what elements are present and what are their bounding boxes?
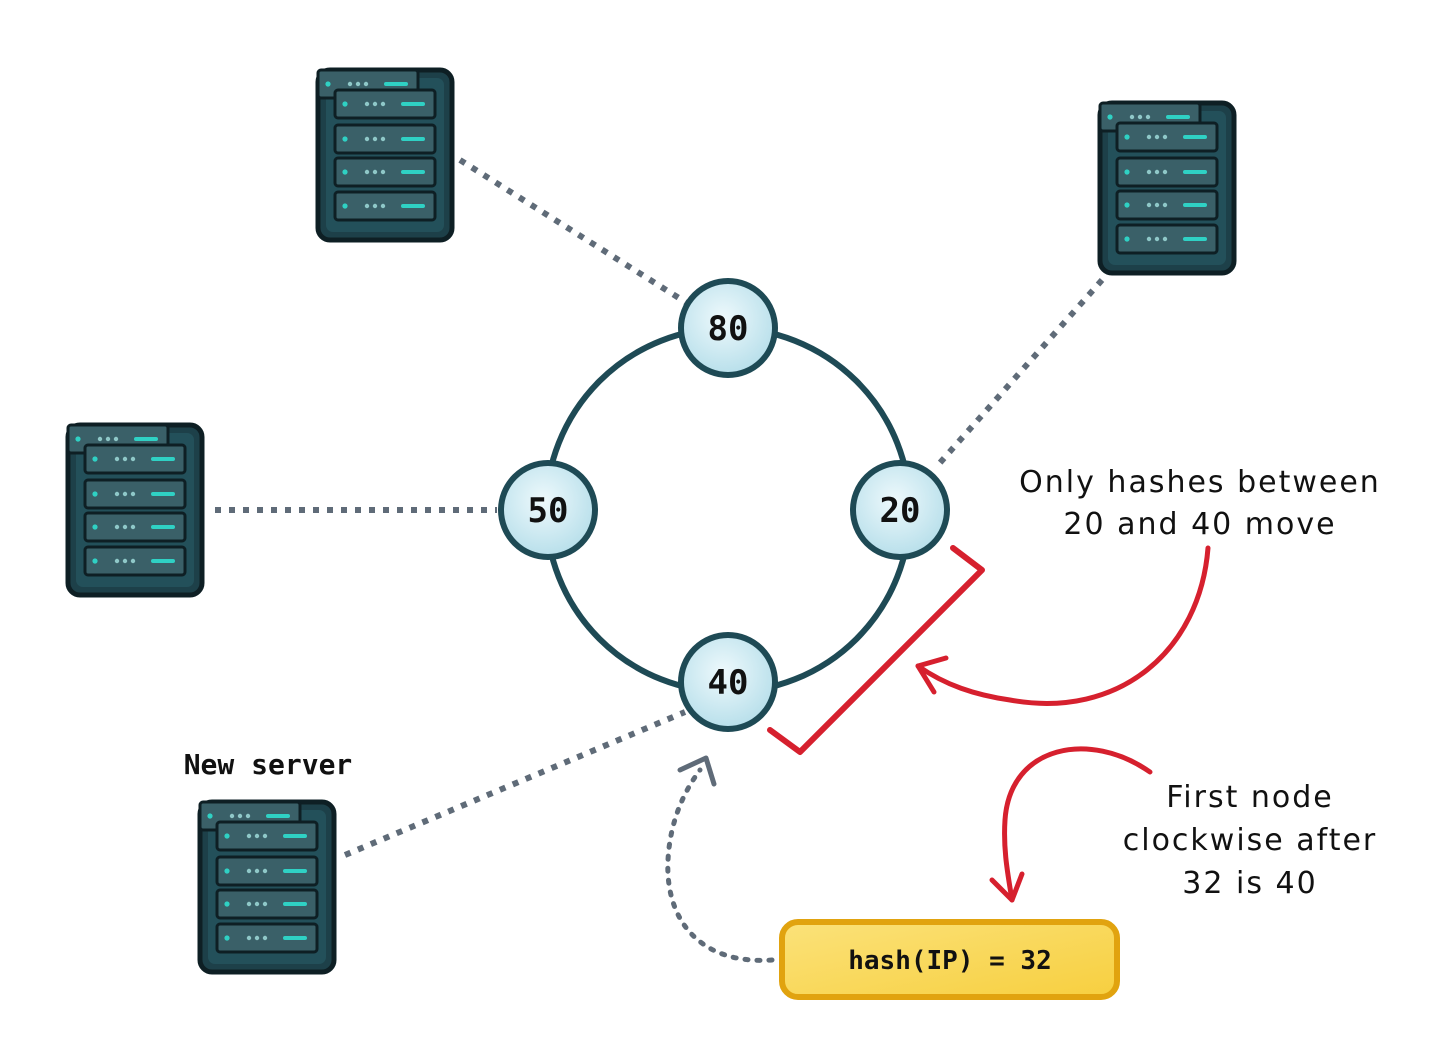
server-top-left <box>318 70 452 240</box>
first-node-arrow <box>989 746 1153 903</box>
ring-node-50: 50 <box>498 460 598 560</box>
first-node-note-line2: clockwise after <box>1123 823 1378 858</box>
new-server-label: New server <box>184 748 353 781</box>
connector-server-right-to-20 <box>935 278 1105 467</box>
moved-range-bracket <box>767 545 985 755</box>
ring-node-40: 40 <box>678 632 778 732</box>
ring-node-80: 80 <box>678 278 778 378</box>
connector-lines <box>215 157 1105 858</box>
hash-box: hash(IP) = 32 <box>779 919 1120 1000</box>
moved-range-arrow <box>915 545 1211 706</box>
node-label: 50 <box>528 491 569 531</box>
server-left <box>68 425 202 595</box>
server-top-right <box>1100 103 1234 273</box>
hash-to-node-arrow <box>665 755 775 963</box>
first-node-note-line1: First node <box>1166 780 1334 815</box>
ring-node-20: 20 <box>850 460 950 560</box>
moved-range-note-line2: 20 and 40 move <box>1063 507 1336 542</box>
connector-server-top-to-80 <box>458 157 692 308</box>
server-new <box>200 802 334 972</box>
hash-box-text: hash(IP) = 32 <box>848 946 1052 976</box>
connector-new-server-to-40 <box>343 709 687 858</box>
moved-range-note-line1: Only hashes between <box>1019 465 1381 500</box>
node-label: 80 <box>708 309 749 349</box>
node-label: 40 <box>708 663 749 703</box>
first-node-note-line3: 32 is 40 <box>1182 866 1317 901</box>
node-label: 20 <box>880 491 921 531</box>
